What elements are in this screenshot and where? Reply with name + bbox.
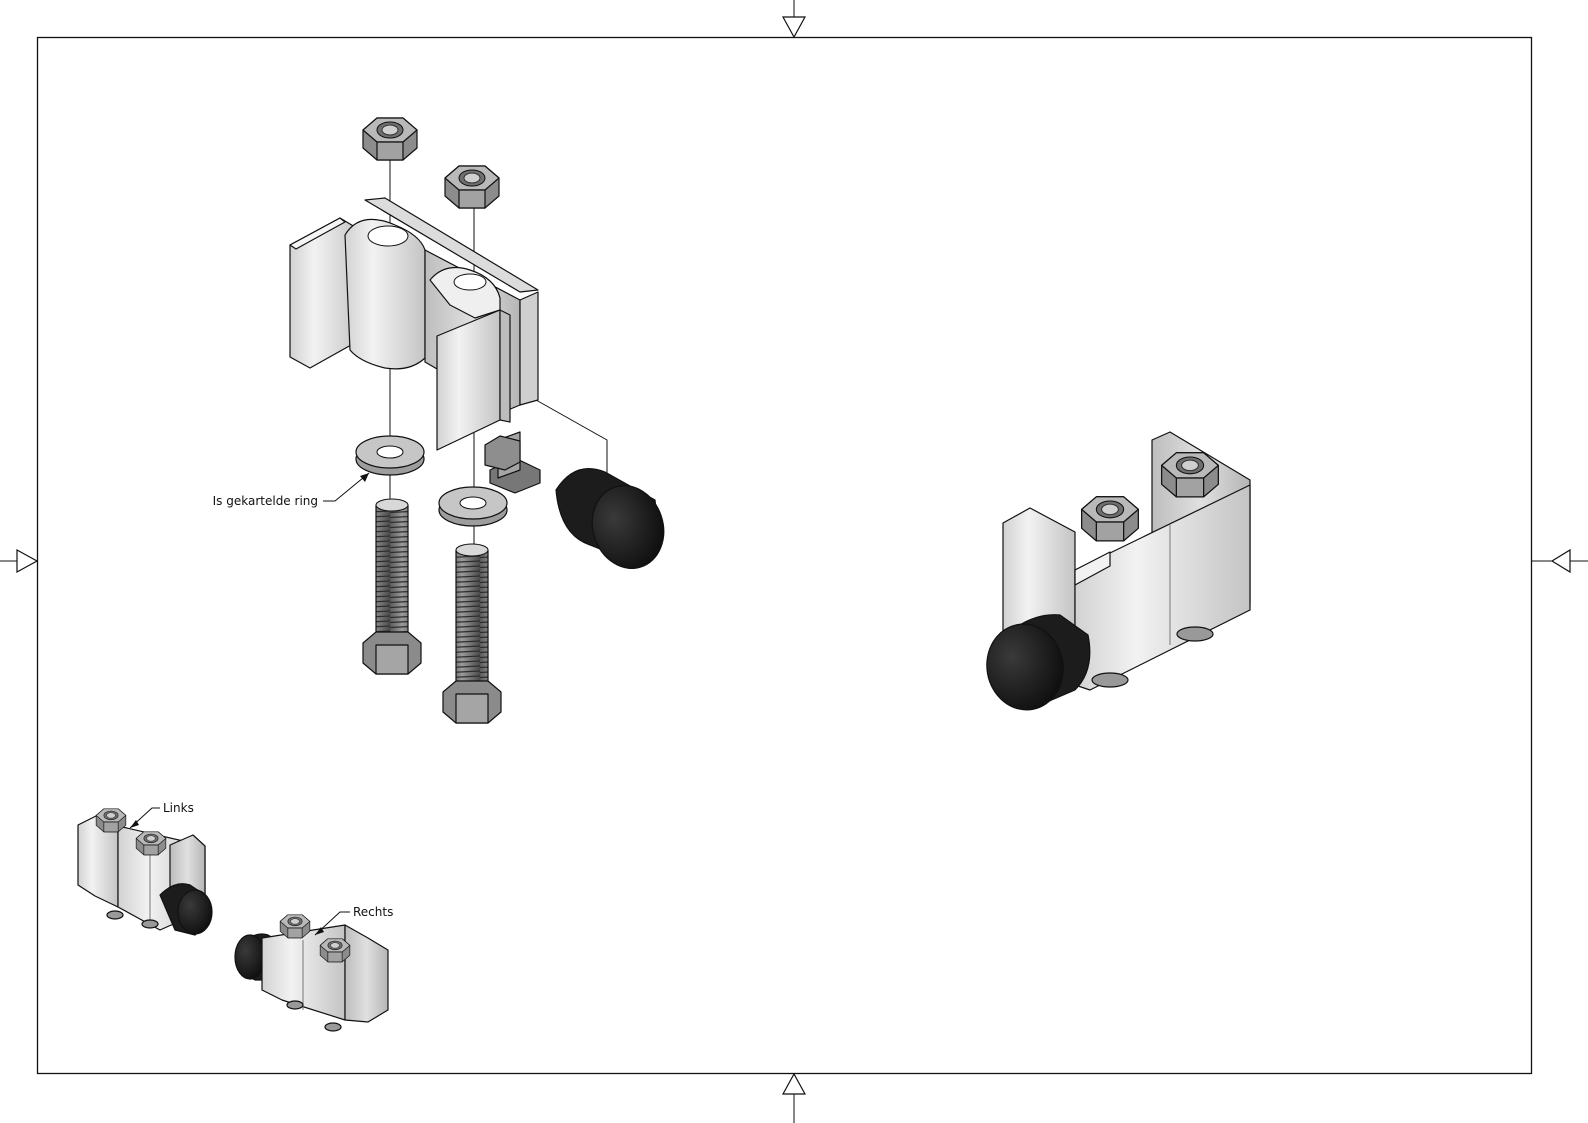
hex-nut-1: [362, 117, 418, 161]
center-mark-right: [1532, 548, 1588, 574]
callout-links: Links: [129, 801, 194, 829]
bolt-head-2: [1176, 626, 1214, 642]
knurled-washer: [355, 435, 425, 476]
aluminium-profile: [289, 197, 539, 451]
variant-rechts: Rechts: [234, 905, 393, 1032]
label-links: Links: [163, 801, 194, 815]
bolt-2: [442, 543, 502, 724]
variant-links: Links: [77, 801, 213, 936]
set-screw: [484, 431, 541, 494]
assembled-nut-2: [1161, 452, 1219, 498]
rubber-bumper: [555, 468, 665, 569]
callout-rechts: Rechts: [314, 905, 393, 936]
flat-washer: [438, 486, 508, 527]
assembled-view: [986, 431, 1251, 711]
callout-knurled-ring: Is gekartelde ring: [213, 472, 370, 508]
assembled-rubber-bumper: [986, 614, 1091, 711]
center-mark-left: [0, 548, 39, 574]
assembled-nut-1: [1081, 496, 1139, 542]
bolt-1: [362, 498, 422, 675]
center-mark-bottom: [781, 1072, 807, 1123]
label-knurled-ring: Is gekartelde ring: [213, 494, 318, 508]
left-right-variants: Links Rechts: [77, 801, 393, 1032]
label-rechts: Rechts: [353, 905, 393, 919]
center-mark-top: [781, 0, 807, 39]
hex-nut-2: [444, 165, 500, 209]
bolt-head-1: [1091, 672, 1129, 688]
exploded-view: Is gekartelde ring: [213, 117, 665, 724]
